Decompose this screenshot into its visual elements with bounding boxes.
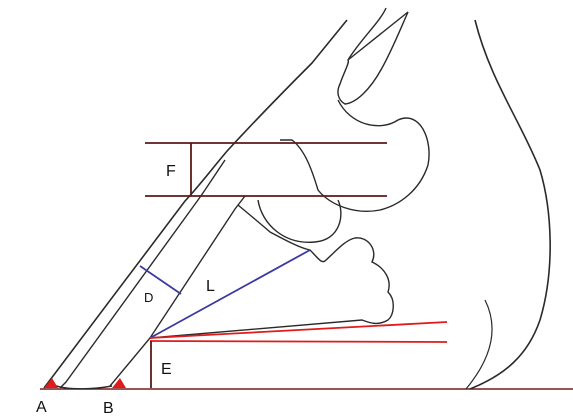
angle-marker-a	[44, 378, 58, 388]
heel-outline	[470, 20, 550, 389]
label-f: F	[166, 163, 176, 180]
navicular-area	[258, 200, 341, 242]
red-solar-line-1	[150, 322, 447, 338]
label-b: B	[103, 400, 114, 417]
angle-marker-b	[112, 378, 126, 388]
label-d: D	[144, 290, 153, 305]
l-line	[150, 250, 310, 338]
frog-outline	[466, 300, 492, 389]
label-a: A	[36, 399, 47, 416]
label-l: L	[206, 278, 215, 295]
label-e: E	[161, 361, 172, 378]
short-pastern-bone	[280, 100, 429, 211]
red-solar-line-2	[150, 341, 447, 342]
long-pastern-bone	[338, 8, 408, 104]
inner-wall-outline	[60, 160, 225, 388]
